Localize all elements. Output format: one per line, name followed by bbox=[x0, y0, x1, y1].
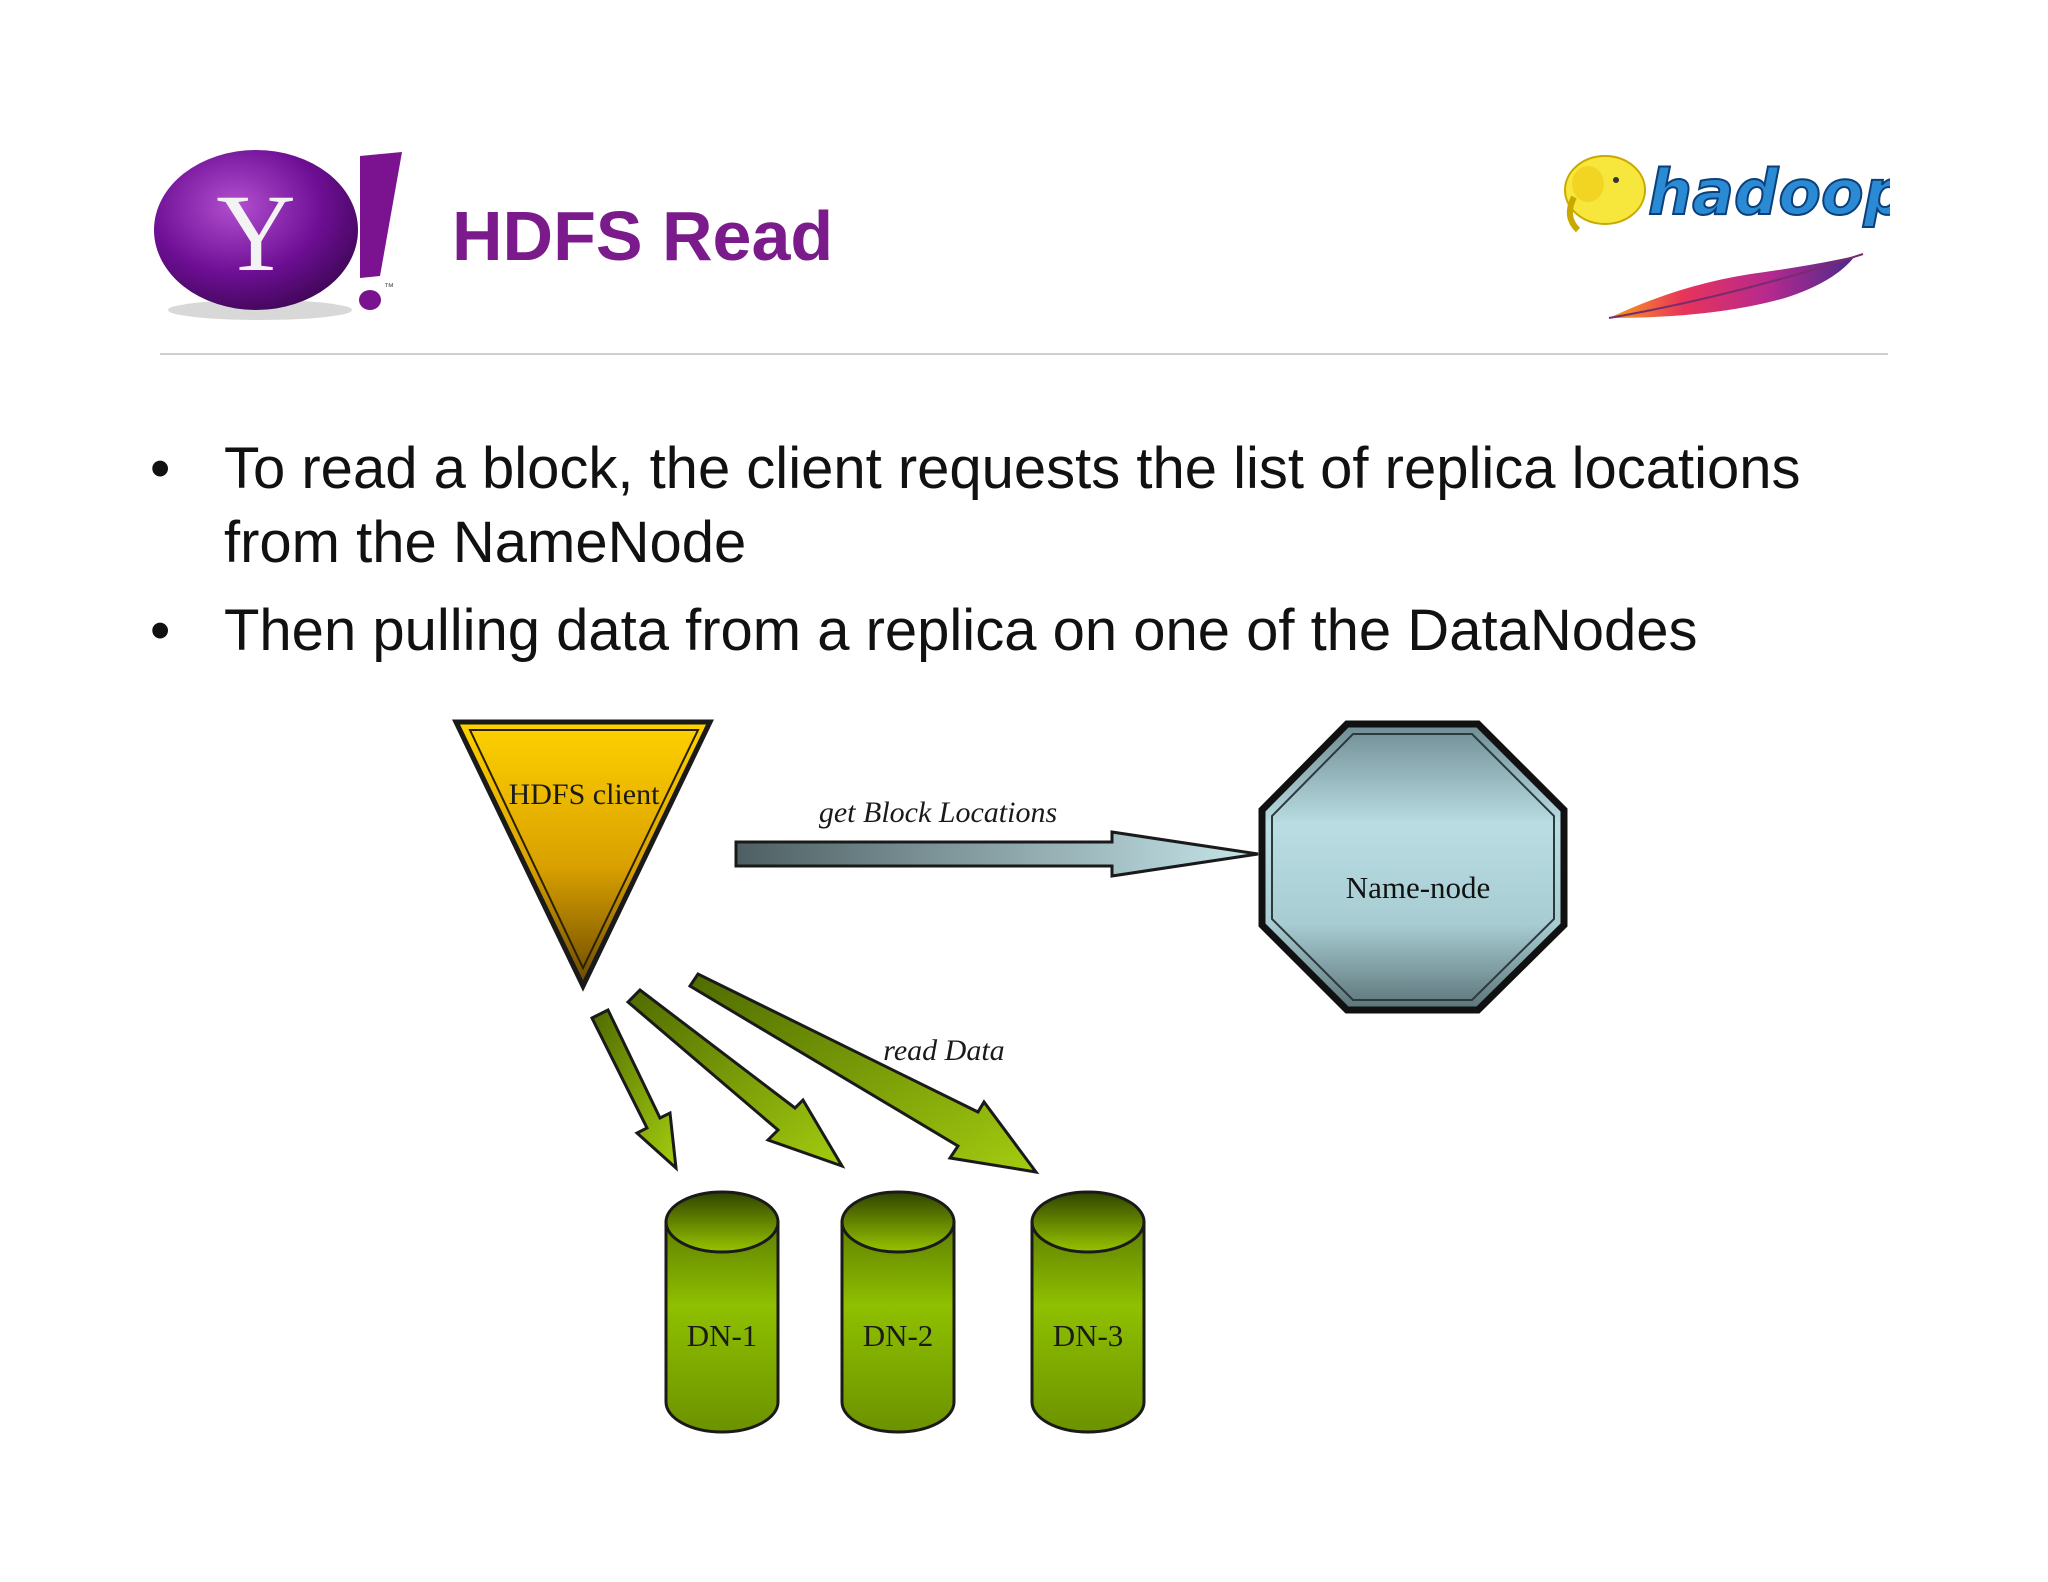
datanode-3: DN-3 bbox=[1030, 1190, 1146, 1434]
svg-text:™: ™ bbox=[384, 282, 394, 293]
read-data-label: read Data bbox=[883, 1034, 1004, 1067]
hadoop-elephant-logo-icon: hadoop bbox=[1564, 155, 1890, 233]
svg-text:hadoop: hadoop bbox=[1648, 156, 1890, 229]
get-block-locations-label: get Block Locations bbox=[819, 796, 1057, 829]
datanode-label: DN-3 bbox=[1053, 1318, 1124, 1353]
bullet-item: • To read a block, the client requests t… bbox=[150, 432, 1910, 580]
get-block-locations-arrow: get Block Locations bbox=[734, 796, 1259, 878]
namenode-label: Name-node bbox=[1346, 870, 1491, 905]
namenode-node: Name-node bbox=[1258, 720, 1568, 1014]
hdfs-client-node: HDFS client bbox=[452, 719, 714, 992]
read-data-arrows: read Data bbox=[589, 972, 1040, 1175]
slide-title: HDFS Read bbox=[452, 197, 834, 275]
bullet-list: • To read a block, the client requests t… bbox=[150, 432, 1910, 682]
bullet-text: Then pulling data from a replica on one … bbox=[224, 598, 1698, 663]
datanode-2: DN-2 bbox=[840, 1190, 956, 1434]
apache-feather-icon bbox=[1608, 253, 1864, 319]
datanode-label: DN-2 bbox=[863, 1318, 934, 1353]
svg-text:Y: Y bbox=[216, 172, 295, 294]
datanode-1: DN-1 bbox=[664, 1190, 780, 1434]
hdfs-client-label: HDFS client bbox=[509, 778, 661, 811]
bullet-marker: • bbox=[150, 598, 171, 663]
bullet-text: To read a block, the client requests the… bbox=[224, 436, 1801, 575]
read-arrow-dn3 bbox=[687, 972, 1040, 1175]
bullet-item: • Then pulling data from a replica on on… bbox=[150, 594, 1910, 668]
datanode-label: DN-1 bbox=[687, 1318, 758, 1353]
read-arrow-dn1 bbox=[589, 1007, 678, 1172]
read-arrow-dn2 bbox=[625, 988, 846, 1169]
yahoo-logo-icon: Y ™ bbox=[154, 150, 402, 320]
header-divider bbox=[160, 353, 1888, 355]
bullet-marker: • bbox=[150, 436, 171, 501]
